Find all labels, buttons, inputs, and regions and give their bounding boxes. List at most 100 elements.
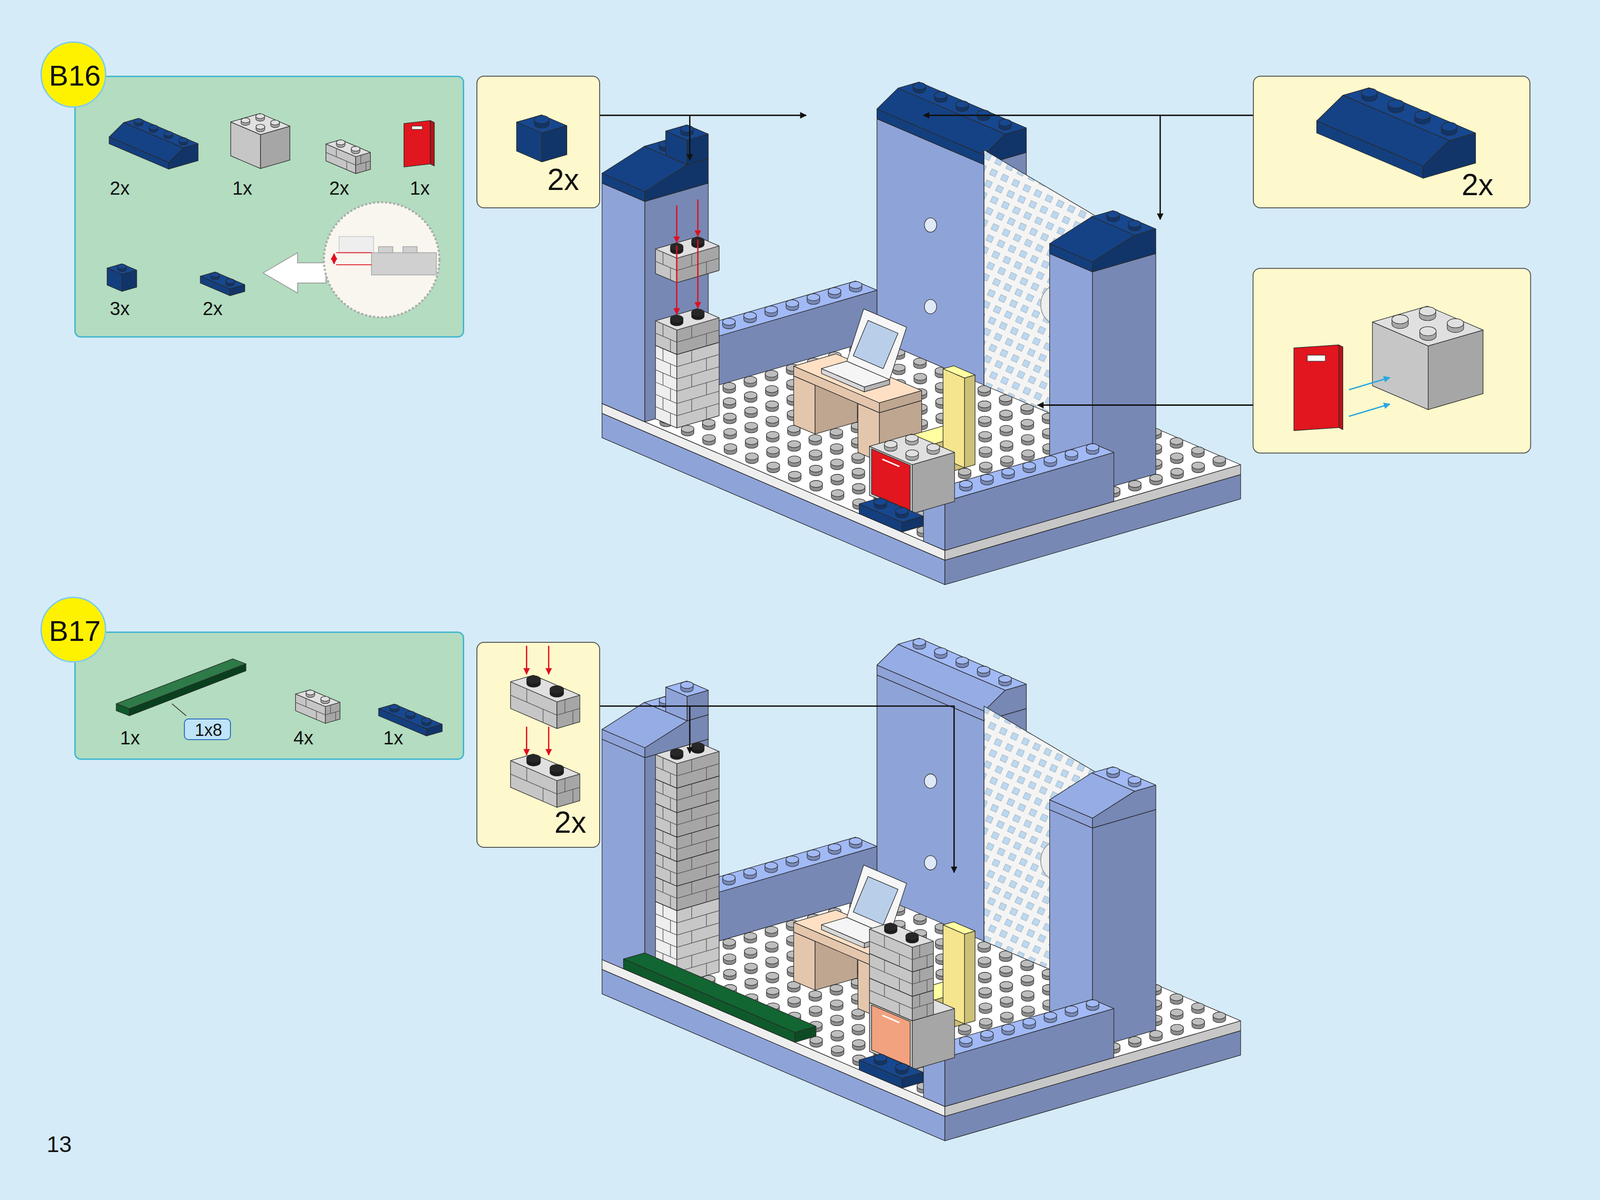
step-number-text: B17 — [48, 616, 101, 646]
mortar-line — [365, 161, 367, 171]
mortar-line — [676, 935, 720, 948]
stud-top — [1086, 999, 1100, 1007]
mortar-line — [662, 929, 664, 942]
part-count: 2x — [110, 178, 130, 198]
stud-top — [744, 978, 758, 986]
stud — [766, 416, 779, 428]
stud-top — [884, 440, 897, 448]
stud — [1000, 997, 1014, 1008]
stud — [934, 91, 948, 103]
stud — [723, 413, 737, 425]
stud — [830, 428, 843, 440]
stud-top — [1022, 1018, 1036, 1026]
stud — [808, 434, 822, 446]
stud — [691, 308, 705, 320]
stud-top — [680, 125, 694, 133]
brick-face — [655, 236, 720, 259]
mortar-line — [676, 330, 720, 343]
stud — [722, 874, 736, 886]
stud — [905, 932, 919, 944]
stud — [830, 459, 844, 470]
mortar-line — [691, 832, 692, 846]
stud — [830, 1015, 844, 1027]
mortar-line — [926, 1004, 928, 1017]
stud — [1001, 1024, 1015, 1036]
stud — [998, 675, 1012, 687]
stud-top — [1065, 450, 1078, 458]
stud-top — [978, 416, 992, 424]
stud — [765, 926, 778, 938]
mortar-line — [662, 324, 664, 337]
mortar-line — [676, 763, 720, 777]
mortar-line — [670, 797, 671, 810]
mortar-line — [670, 412, 671, 426]
stud-top — [743, 868, 757, 876]
stud-top — [998, 675, 1012, 683]
stud — [809, 450, 823, 461]
stud-top — [980, 474, 994, 482]
stud-top — [1419, 326, 1437, 336]
mortar-line — [919, 994, 920, 1007]
brick-face — [623, 952, 816, 1033]
brick-face — [676, 342, 720, 428]
stud — [270, 119, 280, 128]
door-panel — [403, 120, 431, 167]
stud — [958, 1024, 972, 1036]
mortar-line — [172, 704, 187, 716]
stud-top — [955, 101, 969, 109]
stud-top — [1106, 211, 1120, 219]
stud-top — [766, 416, 779, 424]
stud-top — [1128, 776, 1141, 784]
part-count: 3x — [110, 299, 130, 318]
mortar-line — [655, 926, 678, 936]
assembly-arrow — [1037, 404, 1254, 406]
stud — [117, 263, 127, 272]
brick-face — [655, 345, 678, 428]
stud — [980, 474, 994, 486]
mortar-line — [655, 261, 678, 271]
sub-callout: 2x — [476, 75, 601, 209]
stud-top — [1128, 220, 1141, 228]
stud — [765, 942, 779, 953]
stud — [1388, 99, 1404, 113]
mortar-line — [655, 950, 678, 960]
stud — [895, 1063, 909, 1075]
stud — [785, 300, 799, 311]
mortar-line — [346, 161, 348, 170]
stud — [765, 401, 779, 412]
stud — [1391, 314, 1409, 329]
brick-face — [665, 681, 708, 697]
stud — [912, 638, 926, 650]
stud — [766, 972, 779, 984]
stud — [1191, 446, 1205, 458]
mortar-line — [662, 855, 664, 869]
stud-top — [884, 923, 897, 931]
stud — [978, 401, 991, 412]
mortar-line — [691, 325, 692, 339]
stud — [241, 118, 251, 126]
stud — [722, 318, 736, 330]
mortar-line — [705, 938, 707, 951]
stud — [744, 978, 758, 990]
stud — [912, 82, 926, 94]
stud — [744, 376, 757, 388]
stud — [691, 743, 705, 754]
mortar-line — [336, 264, 372, 266]
stud — [828, 287, 841, 299]
stud-top — [787, 440, 801, 448]
stud-top — [978, 431, 992, 439]
mortar-line — [676, 886, 720, 899]
door-edge — [1338, 344, 1344, 430]
brick-face — [665, 125, 708, 141]
stud — [958, 468, 972, 480]
mortar-line — [662, 904, 664, 918]
mortar-line — [670, 847, 671, 860]
assembly-arrow — [689, 115, 691, 160]
stud — [225, 278, 235, 286]
stud-top — [979, 1018, 993, 1026]
brick-face — [1092, 210, 1157, 236]
brick-face — [964, 374, 975, 468]
brick-face — [859, 498, 924, 523]
stud-top — [788, 456, 801, 464]
